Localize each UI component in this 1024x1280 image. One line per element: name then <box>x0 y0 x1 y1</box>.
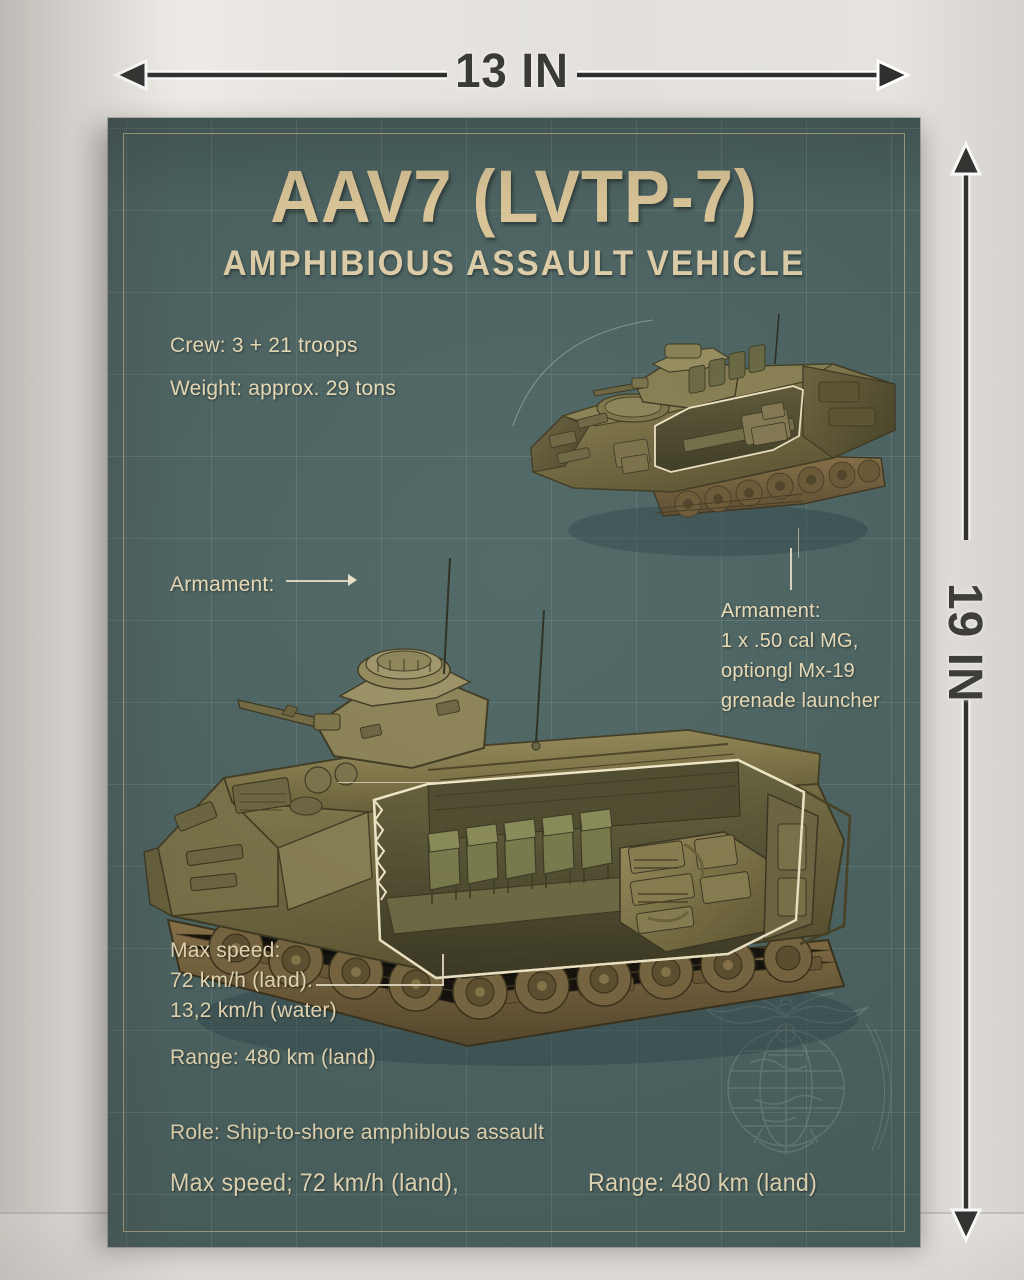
max-speed-leader-line-horizontal <box>316 984 444 986</box>
usmc-emblem-watermark <box>688 963 918 1168</box>
spec-role: Role: Ship-to-shore amphiblous assault <box>170 1121 545 1144</box>
spec-max-speed: Max speed: 72 km/h (land). 13,2 km/h (wa… <box>170 939 337 1022</box>
page-subtitle: AMPHIBIOUS ASSAULT VEHICLE <box>222 244 806 284</box>
height-dimension-arrow-icon <box>949 140 983 1244</box>
armament-leader-line <box>286 580 350 582</box>
aav7-blueprint-poster: AAV7 (LVTP-7) AMPHIBIOUS ASSAULT VEHICLE… <box>108 118 920 1247</box>
aav7-cutaway-illustration-upper <box>503 308 920 568</box>
bottom-spec-max-speed: Max speed; 72 km/h (land), <box>170 1169 459 1197</box>
height-dimension-annotation: 19 IN <box>936 140 996 1245</box>
spec-range: Range: 480 km (land) <box>170 1046 376 1069</box>
armament-detail-leader-line <box>790 548 792 590</box>
bottom-spec-range: Range: 480 km (land) <box>588 1169 818 1197</box>
page-title: AAV7 (LVTP-7) <box>270 155 758 238</box>
spec-armament-detail: Armament: 1 x .50 cal MG, optiongl Mx-19… <box>721 600 880 712</box>
poster-title-block: AAV7 (LVTP-7) AMPHIBIOUS ASSAULT VEHICLE <box>108 155 920 284</box>
upper-callout-leader-line <box>798 528 799 558</box>
spec-weight: Weight: approx. 29 tons <box>170 377 397 400</box>
armament-leader-arrow-icon <box>348 574 357 586</box>
width-dimension-annotation: 13 IN <box>112 44 912 100</box>
width-dimension-arrow-icon <box>112 58 912 92</box>
width-dimension-label: 13 IN <box>455 45 569 98</box>
spec-armament-label: Armament: <box>170 573 275 596</box>
max-speed-leader-line-vertical <box>442 954 444 986</box>
spec-crew: Crew: 3 + 21 troops <box>170 334 358 357</box>
height-dimension-label: 19 IN <box>937 582 991 703</box>
hull-leader-line <box>338 782 442 783</box>
